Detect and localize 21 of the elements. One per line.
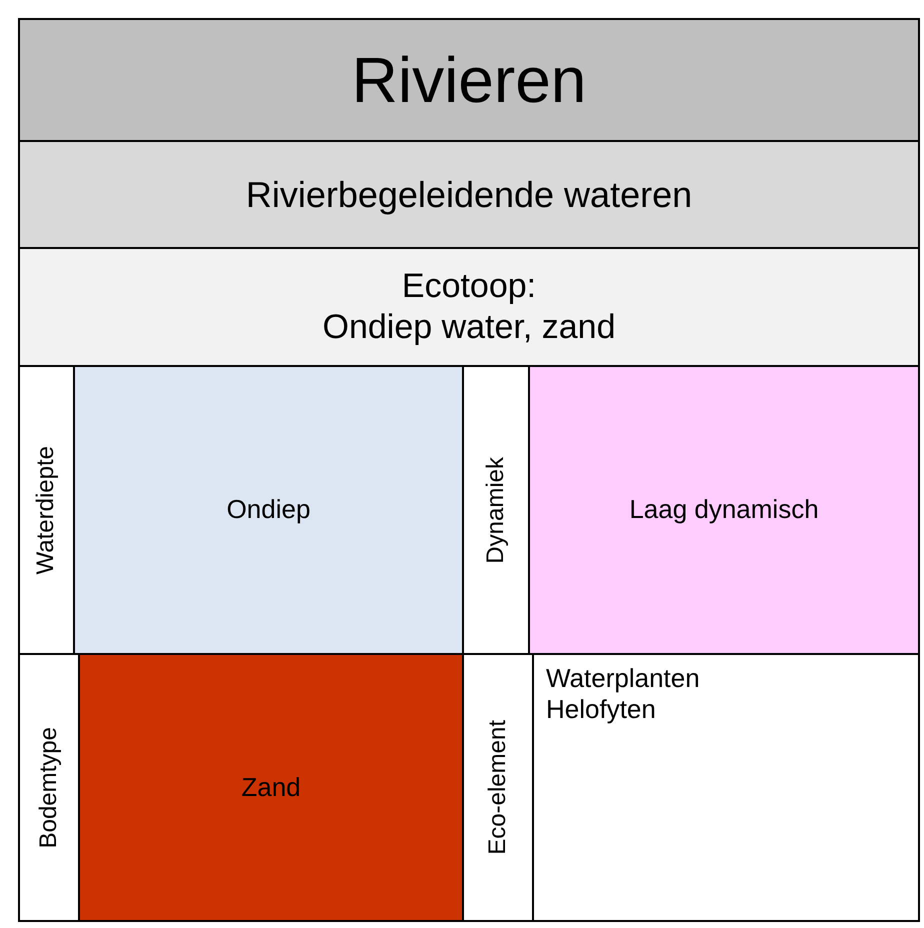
- ecotope-band: [18, 247, 920, 367]
- vertical-label: Dynamiek: [482, 456, 510, 564]
- vertical-label: Waterdiepte: [32, 446, 60, 574]
- title-band: [18, 18, 920, 142]
- row-header-cell: [18, 653, 80, 922]
- value-cell: [73, 365, 464, 655]
- value-cell: [532, 653, 920, 922]
- cell-text: Rivierbegeleidende wateren: [246, 172, 692, 216]
- cell-text: Ondiep water, zand: [322, 307, 616, 348]
- subtitle-band: [18, 140, 920, 249]
- cell-text: Zand: [241, 772, 301, 804]
- vertical-label: Eco-element: [484, 720, 512, 855]
- cell-text: Ondiep: [226, 494, 310, 526]
- list-item: Helofyten: [546, 694, 656, 726]
- vertical-label: Bodemtype: [34, 726, 63, 848]
- cell-text: Rivieren: [352, 42, 586, 118]
- value-cell: [528, 365, 920, 655]
- cell-text: Ecotoop:: [402, 266, 536, 307]
- cell-text: Laag dynamisch: [629, 494, 819, 526]
- value-cell: [78, 653, 464, 922]
- list-item: Waterplanten: [546, 663, 700, 694]
